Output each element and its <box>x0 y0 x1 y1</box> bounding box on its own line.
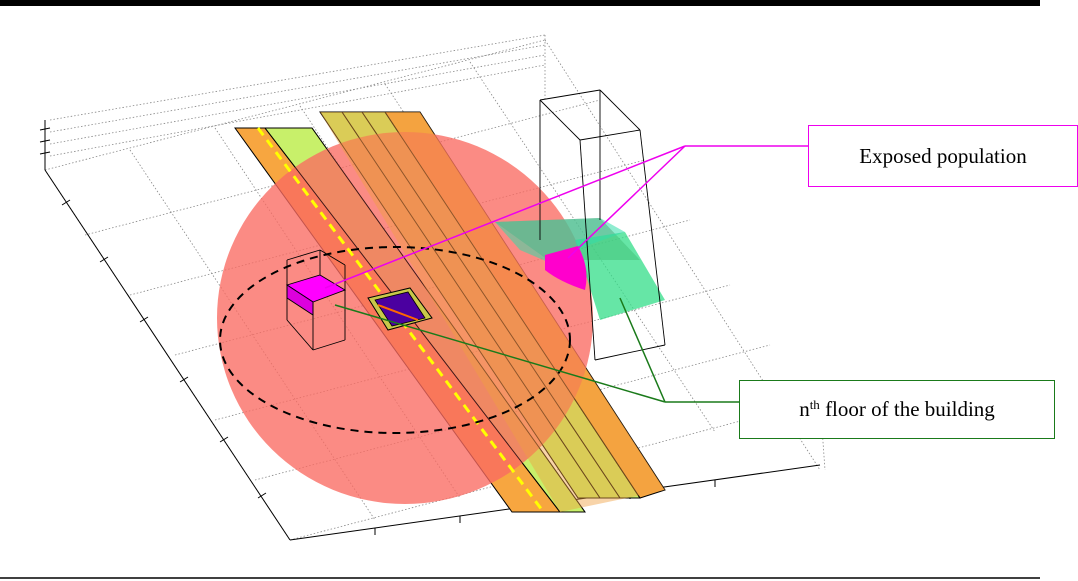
floor-superscript: th <box>809 397 820 412</box>
exposed-population-label: Exposed population <box>859 143 1027 168</box>
exposed-pointer-lines <box>324 145 808 289</box>
exposed-floor-arc <box>545 246 587 290</box>
road-centerline <box>256 127 544 511</box>
floor-suffix: floor of the building <box>819 397 995 421</box>
impact-ellipse <box>219 246 571 434</box>
impact-band <box>320 112 665 512</box>
building-floor-green <box>575 232 665 320</box>
exposed-population-callout: Exposed population <box>808 125 1078 187</box>
nth-floor-label: nth floor of the building <box>799 397 995 422</box>
tall-building <box>495 89 666 361</box>
floor-pointer-lines <box>334 297 739 403</box>
floor-prefix: n <box>799 397 810 421</box>
small-building <box>285 249 347 351</box>
nth-floor-callout: nth floor of the building <box>739 380 1055 439</box>
top-rule <box>0 0 1040 6</box>
building-floor-cyan <box>495 218 625 262</box>
